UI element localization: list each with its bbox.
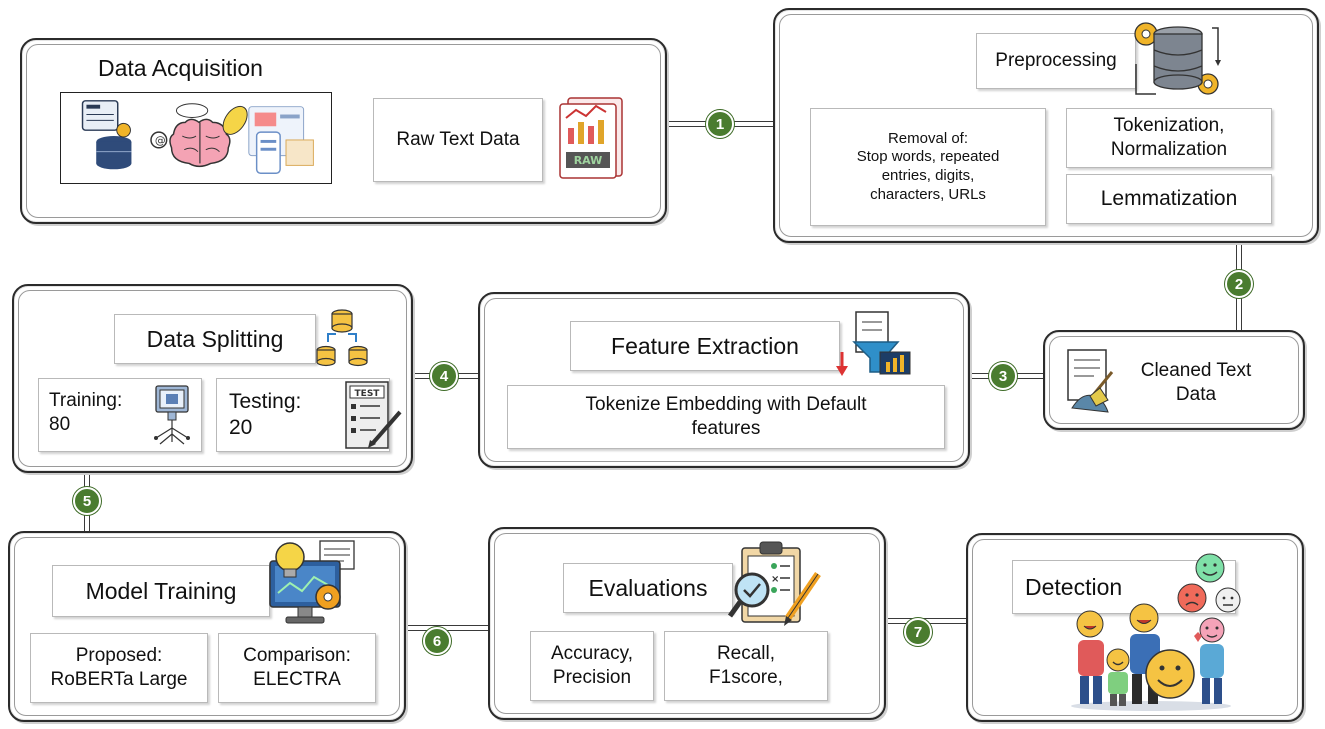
feature-extraction-title: Feature Extraction [611, 332, 799, 359]
tokenization-line-2: Normalization [1110, 139, 1228, 160]
removal-line-4: characters, URLs [870, 185, 986, 203]
accuracy-precision-line-2: Precision [552, 667, 632, 688]
comparison-model-box: Comparison: ELECTRA [218, 633, 376, 703]
model-training-title: Model Training [85, 577, 237, 604]
training-split-line-1: Training: [49, 390, 123, 411]
step-badge-4: 4 [430, 362, 458, 390]
removal-box: Removal of: Stop words, repeated entries… [810, 108, 1046, 226]
recall-f1-line-2: F1score, [709, 667, 783, 688]
detection-title: Detection [1025, 573, 1123, 600]
raw-badge-text: RAW [574, 154, 603, 167]
test-badge-text: TEST [355, 389, 381, 399]
feature-extraction-title-box: Feature Extraction [570, 321, 840, 371]
cleaned-text-line-1: Cleaned Text [1140, 360, 1252, 382]
evaluations-title: Evaluations [588, 574, 708, 601]
step-badge-5: 5 [73, 487, 101, 515]
testing-split-line-1: Testing: [229, 390, 302, 413]
evaluations-title-box: Evaluations [563, 563, 733, 613]
data-splitting-title-box: Data Splitting [114, 314, 316, 364]
proposed-model-line-1: Proposed: [75, 645, 163, 667]
feature-detail-line-1: Tokenize Embedding with Default [585, 394, 867, 416]
data-acquisition-title: Data Acquisition [98, 55, 263, 81]
emoji-faces-icon [1170, 550, 1250, 620]
cleaned-text-box: Cleaned Text Data [1120, 348, 1272, 418]
step-badge-6: 6 [423, 627, 451, 655]
database-split-icon [314, 306, 370, 368]
raw-text-data-box: Raw Text Data [373, 98, 543, 182]
tokenization-line-1: Tokenization, [1113, 115, 1225, 137]
connector-6 [404, 625, 490, 631]
lemmatization-label: Lemmatization [1100, 186, 1238, 210]
testing-split-line-2: 20 [229, 416, 253, 440]
training-split-line-2: 80 [49, 413, 71, 435]
training-computer-icon [148, 382, 196, 448]
feature-detail-box: Tokenize Embedding with Default features [507, 385, 945, 449]
cleaned-text-line-2: Data [1175, 384, 1217, 405]
funnel-chart-icon [832, 308, 916, 378]
cleaning-document-icon [1064, 346, 1120, 418]
svg-text:@: @ [155, 134, 166, 147]
raw-text-data-label: Raw Text Data [396, 129, 520, 151]
preprocessing-title: Preprocessing [995, 50, 1117, 72]
people-with-emojis-illustration [1066, 600, 1236, 712]
comparison-model-line-2: ELECTRA [253, 669, 341, 690]
step-badge-1: 1 [706, 110, 734, 138]
proposed-model-line-2: RoBERTa Large [50, 669, 188, 690]
model-training-title-box: Model Training [52, 565, 270, 617]
removal-line-3: entries, digits, [881, 167, 975, 184]
tokenization-box: Tokenization, Normalization [1066, 108, 1272, 168]
database-gears-icon [1126, 14, 1226, 102]
accuracy-precision-box: Accuracy, Precision [530, 631, 654, 701]
data-acquisition-illustration: @ [60, 92, 332, 184]
removal-line-1: Removal of: [887, 129, 969, 147]
removal-line-2: Stop words, repeated [856, 148, 1000, 166]
accuracy-precision-line-1: Accuracy, [550, 643, 633, 665]
step-badge-3: 3 [989, 362, 1017, 390]
data-splitting-title: Data Splitting [146, 325, 284, 352]
step-badge-7: 7 [904, 618, 932, 646]
svg-text:×: × [771, 574, 779, 585]
comparison-model-line-1: Comparison: [243, 645, 351, 667]
proposed-model-box: Proposed: RoBERTa Large [30, 633, 208, 703]
checklist-magnifier-icon: × [728, 540, 824, 628]
test-sheet-icon: TEST [342, 378, 408, 454]
recall-f1-line-1: Recall, [716, 643, 776, 665]
feature-detail-line-2: features [691, 418, 761, 439]
step-badge-2: 2 [1225, 270, 1253, 298]
recall-f1-box: Recall, F1score, [664, 631, 828, 701]
ai-computer-icon [264, 537, 360, 629]
preprocessing-title-box: Preprocessing [976, 33, 1136, 89]
lemmatization-box: Lemmatization [1066, 174, 1272, 224]
raw-document-icon: RAW [556, 94, 628, 182]
